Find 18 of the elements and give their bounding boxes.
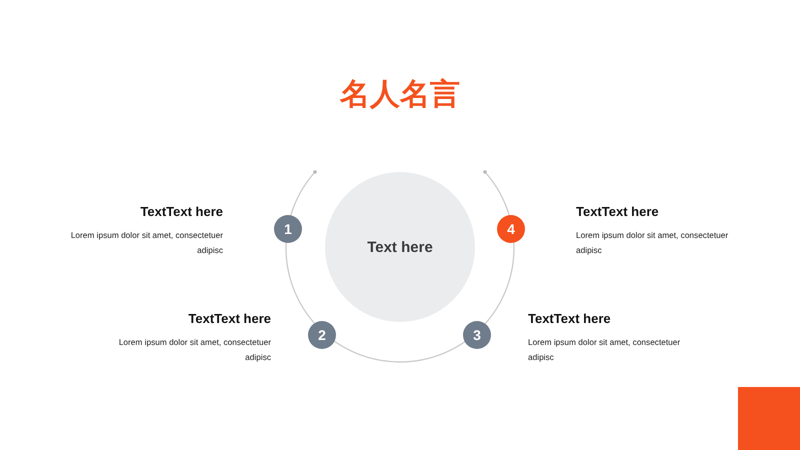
item-description: Lorem ipsum dolor sit amet, consectetuer adipisc (528, 336, 682, 364)
number-badge (497, 215, 525, 243)
item-heading: TextText here (528, 310, 612, 328)
slide-title: 名人名言 (338, 77, 461, 113)
number-badge (463, 321, 491, 349)
number-badge (274, 215, 302, 243)
item-description: Lorem ipsum dolor sit amet, consectetuer adipisc (576, 229, 730, 257)
step-number: 2 (318, 327, 326, 343)
number-badge (308, 321, 336, 349)
step-number: 4 (507, 221, 515, 237)
item-description: Lorem ipsum dolor sit amet, consectetuer adipisc (118, 336, 271, 364)
step-number: 3 (473, 327, 481, 343)
item-heading: TextText here (187, 310, 271, 328)
item-description: Lorem ipsum dolor sit amet, consectetuer adipisc (70, 229, 223, 257)
step-number: 1 (284, 221, 292, 237)
item-heading: TextText here (576, 203, 660, 221)
center-label: Text here (367, 238, 433, 256)
item-heading: TextText here (139, 203, 223, 221)
